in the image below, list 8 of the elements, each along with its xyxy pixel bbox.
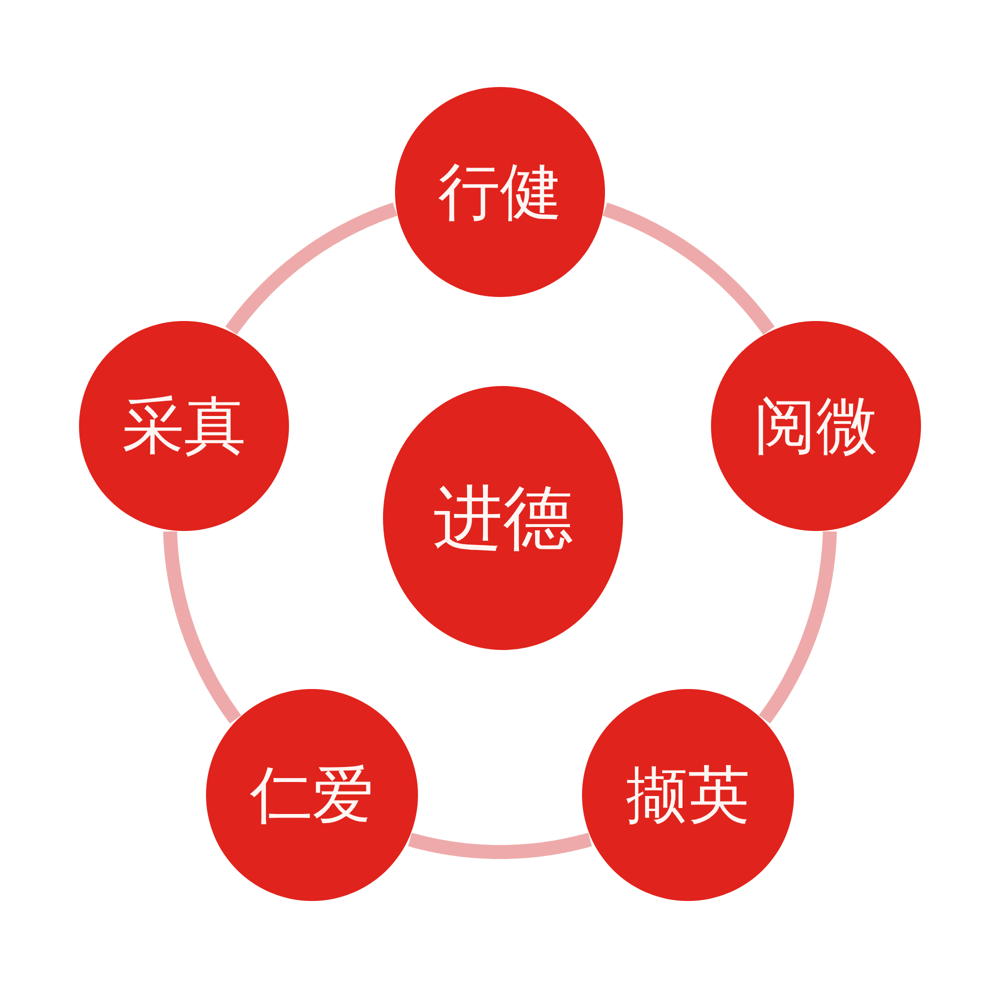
ring-arc-connector [601, 202, 775, 335]
node-label: 阅微 [754, 392, 878, 460]
node-label: 行健 [438, 158, 562, 226]
node-label: 撷英 [626, 760, 750, 830]
ring-arc-connector [406, 832, 594, 859]
node-label: 采真 [122, 392, 246, 460]
node-label: 进德 [433, 480, 573, 556]
node-label: 仁爱 [250, 760, 374, 830]
